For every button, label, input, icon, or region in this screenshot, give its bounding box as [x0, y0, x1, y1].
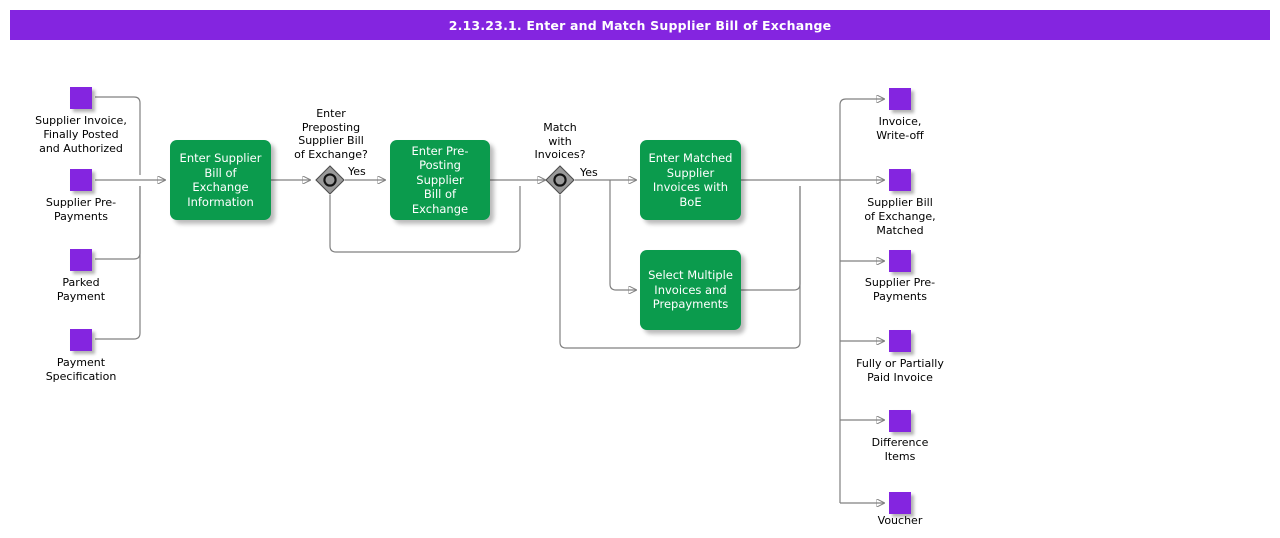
label-supplier-invoice-finally-posted-and-authorized: Supplier Invoice, Finally Posted and Aut… — [35, 114, 127, 155]
data-object-parked-payment[interactable] — [70, 249, 92, 271]
data-object-supplier-bill-of-exchange-matched[interactable] — [889, 169, 911, 191]
label-voucher: Voucher — [877, 514, 923, 527]
task-enter-supplier-bill-of-exchange-information[interactable]: Enter Supplier Bill of Exchange Informat… — [170, 140, 271, 220]
data-object-supplier-invoice-finally-posted-and-authorized[interactable] — [70, 87, 92, 109]
task-select-multiple-invoices-and-prepayments[interactable]: Select Multiple Invoices and Prepayments — [640, 250, 741, 330]
label-gateway-match-with-invoices: Match with Invoices? — [534, 121, 586, 161]
data-object-difference-items[interactable] — [889, 410, 911, 432]
label-difference-items: Difference Items — [871, 436, 929, 463]
label-gateway1-yes: Yes — [348, 165, 366, 178]
data-object-supplier-pre-payments-input[interactable] — [70, 169, 92, 191]
data-object-voucher[interactable] — [889, 492, 911, 514]
task-enter-pre-posting-supplier-bill-of-exchange[interactable]: Enter Pre- Posting Supplier Bill of Exch… — [390, 140, 490, 220]
gateway-enter-preposting-supplier-bill-of-exchange[interactable] — [315, 165, 345, 195]
wire-task4-out — [741, 186, 801, 291]
label-supplier-pre-payments-output: Supplier Pre- Payments — [864, 276, 936, 303]
data-object-invoice-write-off[interactable] — [889, 88, 911, 110]
label-gateway-enter-preposting-supplier-bill-of-exchange: Enter Preposting Supplier Bill of Exchan… — [294, 107, 368, 161]
task-enter-matched-supplier-invoices-with-boe[interactable]: Enter Matched Supplier Invoices with BoE — [640, 140, 741, 220]
diagram-title-bar: 2.13.23.1. Enter and Match Supplier Bill… — [10, 10, 1270, 40]
wire-gateway2-to-task4 — [609, 180, 636, 290]
label-fully-or-partially-paid-invoice: Fully or Partially Paid Invoice — [856, 357, 944, 384]
label-supplier-pre-payments-input: Supplier Pre- Payments — [45, 196, 117, 223]
label-gateway2-yes: Yes — [580, 166, 598, 179]
gateway-match-with-invoices[interactable] — [545, 165, 575, 195]
data-object-fully-or-partially-paid-invoice[interactable] — [889, 330, 911, 352]
label-supplier-bill-of-exchange-matched: Supplier Bill of Exchange, Matched — [864, 196, 936, 237]
wire-output-1 — [839, 99, 884, 106]
label-payment-specification: Payment Specification — [45, 356, 117, 383]
data-object-payment-specification[interactable] — [70, 329, 92, 351]
label-invoice-write-off: Invoice, Write-off — [876, 115, 924, 142]
data-object-supplier-pre-payments-output[interactable] — [889, 250, 911, 272]
page-title: 2.13.23.1. Enter and Match Supplier Bill… — [448, 17, 832, 33]
label-parked-payment: Parked Payment — [56, 276, 106, 303]
